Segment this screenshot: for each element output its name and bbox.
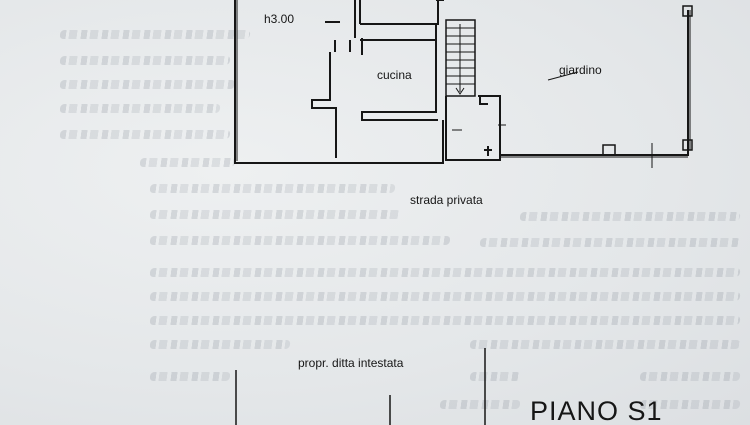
main-room-walls: [234, 0, 444, 164]
stairs: [445, 19, 476, 97]
garden-boundary: [500, 10, 689, 156]
kitchen-label: cucina: [377, 68, 412, 82]
street-label: strada privata: [410, 193, 483, 207]
garden-label: giardino: [559, 63, 602, 77]
owner-label: propr. ditta intestata: [298, 356, 404, 370]
lower-property-lines: [235, 348, 486, 425]
kitchen-walls: [360, 0, 439, 25]
room-height-label: h3.00: [264, 12, 295, 26]
floor-level-title: PIANO S1: [530, 396, 663, 425]
